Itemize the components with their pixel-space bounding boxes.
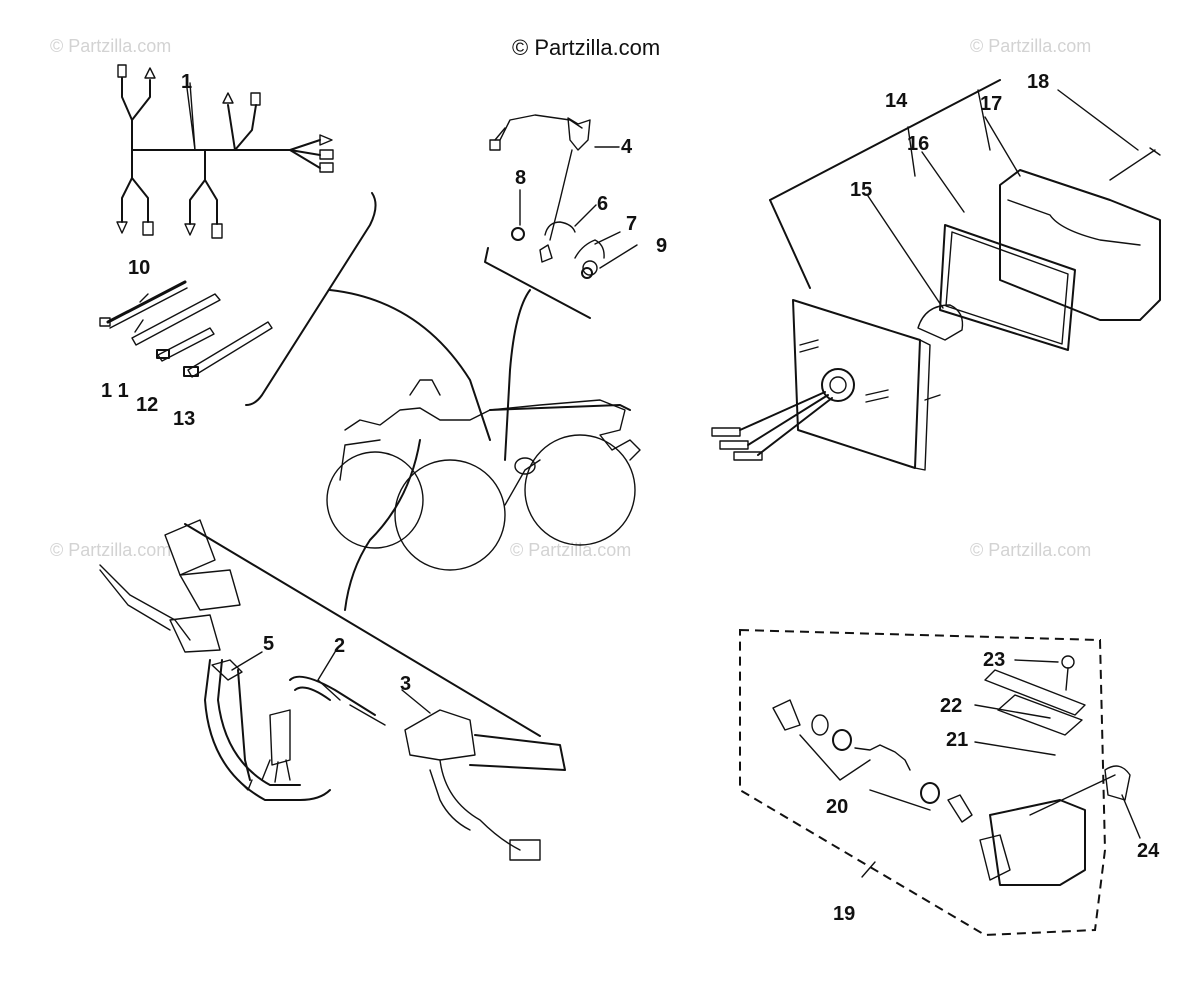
callout-5[interactable]: 5 [263,633,274,655]
switch-assembly-drawing [484,114,605,319]
callout-24[interactable]: 24 [1137,840,1160,862]
cable-ties-drawing [99,280,273,378]
callout-10[interactable]: 10 [128,257,150,279]
callout-13[interactable]: 13 [173,408,195,430]
callout-19[interactable]: 19 [833,903,855,925]
callout-8[interactable]: 8 [515,167,526,189]
watermark-top-center: © Partzilla.com [512,35,660,60]
callout-16[interactable]: 16 [907,133,929,155]
wire-harness-drawing [116,64,334,239]
callout-9[interactable]: 9 [656,235,667,257]
callout-2[interactable]: 2 [334,635,345,657]
leader-to-harness [329,289,491,441]
watermark-top-left: © Partzilla.com [50,36,171,56]
callout-leaders [186,87,1141,878]
taillight-drawing [711,79,1161,471]
watermark-mid-center: © Partzilla.com [510,540,631,560]
callout-7[interactable]: 7 [626,213,637,235]
callout-15[interactable]: 15 [850,179,872,201]
master-cylinder-drawing [739,628,1131,937]
callout-21[interactable]: 21 [946,729,968,751]
handlebar-drawing [99,519,566,861]
callout-22[interactable]: 22 [940,695,962,717]
leader-to-switch [504,289,531,461]
atv-silhouette [326,379,641,571]
callout-4[interactable]: 4 [621,136,633,158]
watermark-mid-right: © Partzilla.com [970,540,1091,560]
leader-to-handlebar [344,439,421,611]
watermark-top-right: © Partzilla.com [970,36,1091,56]
callout-14[interactable]: 14 [885,90,908,112]
callout-3[interactable]: 3 [400,673,411,695]
watermark-mid-left: © Partzilla.com [50,540,171,560]
callout-12[interactable]: 12 [136,394,158,416]
callout-11[interactable]: 1 1 [101,380,129,402]
callout-17[interactable]: 17 [980,93,1002,115]
callout-1[interactable]: 1 [181,71,192,93]
callout-18[interactable]: 18 [1027,71,1049,93]
callout-20[interactable]: 20 [826,796,848,818]
callout-6[interactable]: 6 [597,193,608,215]
group-divider-left [245,192,377,406]
callout-23[interactable]: 23 [983,649,1005,671]
